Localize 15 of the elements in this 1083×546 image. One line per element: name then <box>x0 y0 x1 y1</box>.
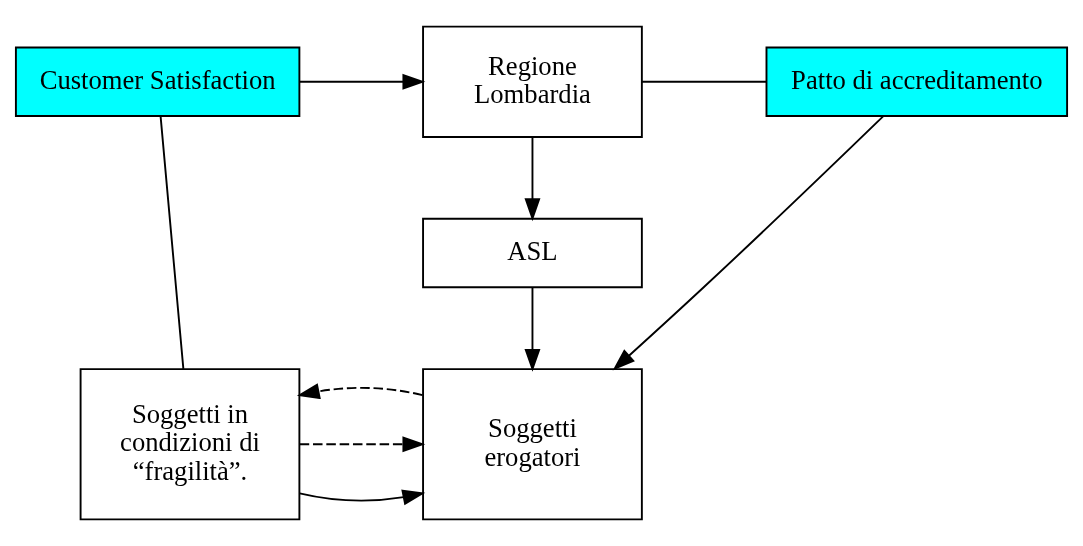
arrow <box>524 286 541 372</box>
connector <box>641 80 767 83</box>
node-box: ASL <box>422 217 643 289</box>
arrow <box>298 489 426 506</box>
arrow <box>524 136 541 222</box>
arrow <box>612 115 885 371</box>
node-box: Soggetti erogatori <box>422 368 643 521</box>
node-box: Patto di accreditamento <box>765 46 1069 117</box>
node-box: Soggetti in condizioni di “fragilità”. <box>79 368 301 521</box>
arrow <box>298 73 426 90</box>
arrow <box>298 436 426 453</box>
node-box: Regione Lombardia <box>422 25 643 138</box>
connector <box>159 115 185 370</box>
arrow <box>296 383 424 400</box>
node-box: Customer Satisfaction <box>14 46 301 117</box>
